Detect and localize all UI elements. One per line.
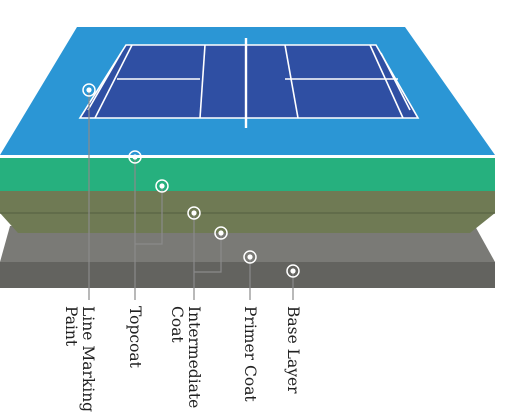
marker-line-marking-paint: [82, 83, 96, 97]
label-line-marking-paint-line2: Paint: [62, 306, 80, 347]
service-line-right-back: [369, 44, 404, 119]
side-line-left: [87, 52, 122, 111]
label-topcoat-text: Topcoat: [126, 306, 144, 368]
label-primer-coat: Primer Coat: [241, 306, 259, 402]
leader-intermediate-coat-upper: [135, 186, 163, 245]
short-service-line-left: [199, 44, 206, 119]
marker-intermediate-coat-upper: [155, 179, 169, 193]
base-layer-side: [0, 262, 495, 288]
marker-topcoat: [128, 150, 142, 164]
intermediate-coat-lower-layer: [0, 213, 495, 233]
short-service-line-right: [284, 44, 299, 119]
leader-lines: [88, 90, 294, 300]
intermediate-coat-upper-layer: [0, 191, 495, 213]
label-primer-coat-text: Primer Coat: [241, 306, 259, 402]
label-base-layer: Base Layer: [284, 306, 302, 394]
primer-coat-layer: [0, 226, 495, 262]
label-base-layer-text: Base Layer: [284, 306, 302, 394]
leader-intermediate-coat-lower: [194, 233, 222, 273]
marker-primer-coat: [243, 250, 257, 264]
court-outline: [78, 44, 420, 119]
service-line-left-back: [94, 44, 133, 119]
marker-base-layer: [286, 264, 300, 278]
side-line-right: [380, 52, 411, 111]
label-topcoat: Topcoat: [126, 306, 144, 368]
label-intermediate-coat-line2: Coat: [168, 306, 186, 343]
label-line-marking-paint: Line Marking Paint: [62, 306, 97, 413]
markers: [82, 83, 300, 278]
marker-intermediate-coat-lower: [214, 226, 228, 240]
label-intermediate-coat-line1: Intermediate: [185, 306, 203, 409]
label-line-marking-paint-line1: Line Marking: [79, 306, 97, 413]
label-intermediate-coat: Intermediate Coat: [168, 306, 203, 409]
topcoat-layer: [0, 158, 495, 191]
marker-intermediate-coat: [187, 206, 201, 220]
court-lines: [78, 38, 420, 128]
playing-court: [80, 45, 418, 118]
